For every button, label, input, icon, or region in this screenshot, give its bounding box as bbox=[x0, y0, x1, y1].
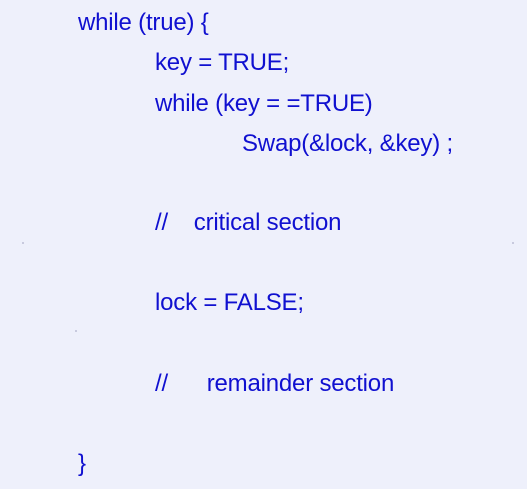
code-comment-critical-section: // critical section bbox=[155, 209, 342, 236]
code-comment-remainder-section: // remainder section bbox=[155, 370, 395, 397]
background-speck bbox=[22, 242, 24, 244]
background-speck bbox=[512, 242, 514, 244]
code-closing-brace: } bbox=[78, 450, 86, 477]
background-speck bbox=[75, 330, 77, 332]
code-line-while-true: while (true) { bbox=[78, 9, 209, 36]
code-line-inner-while: while (key = =TRUE) bbox=[155, 90, 373, 117]
code-line-lock-false: lock = FALSE; bbox=[155, 289, 304, 316]
code-line-key-true: key = TRUE; bbox=[155, 49, 290, 76]
code-line-swap: Swap(&lock, &key) ; bbox=[242, 130, 453, 157]
